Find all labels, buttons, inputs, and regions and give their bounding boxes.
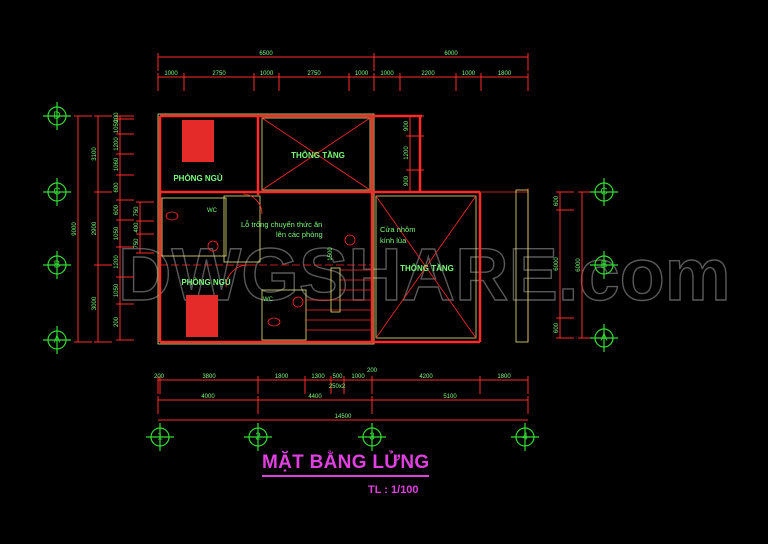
dimension-label: 200 bbox=[154, 374, 165, 380]
dimension-label: 200 bbox=[114, 112, 120, 123]
grid-axis-label: A bbox=[54, 335, 61, 346]
room-label-bedroom-1: PHÒNG NGỦ bbox=[173, 174, 223, 183]
food-hole-note-line2: lên các phòng bbox=[276, 230, 323, 239]
grid-axis-label: 2 bbox=[255, 432, 261, 443]
dimension-label: 1000 bbox=[164, 71, 178, 77]
dimension-label: 9000 bbox=[72, 222, 78, 236]
food-hole-note-line1: Lỗ trống chuyển thức ăn bbox=[241, 220, 322, 229]
dimension-label: 600 bbox=[554, 322, 560, 333]
window-note-line2: kính lùa bbox=[380, 236, 407, 245]
room-label-wc-1: WC bbox=[207, 208, 218, 214]
bed-icon bbox=[186, 295, 218, 337]
dimension-label: 1800 bbox=[498, 71, 512, 77]
dimension-label: 1300 bbox=[311, 374, 325, 380]
dimension-label: 500 bbox=[332, 374, 343, 380]
dimension-label: 14500 bbox=[335, 414, 352, 420]
drawing-scale: TL : 1/100 bbox=[368, 484, 419, 496]
room-label-bedroom-2: PHÒNG NGỦ bbox=[181, 278, 231, 287]
room-label-void-2: THÔNG TẦNG bbox=[400, 263, 454, 273]
dimension-label: 1000 bbox=[260, 71, 274, 77]
walls bbox=[157, 113, 529, 345]
dimension-label: 200 bbox=[367, 368, 378, 374]
grid-axis-label: B bbox=[601, 260, 608, 271]
grid-axis-label: B bbox=[54, 260, 61, 271]
dimension-label: 250x2 bbox=[329, 384, 346, 390]
dimension-label: 600 bbox=[114, 204, 120, 215]
dimension-label: 3000 bbox=[92, 296, 98, 310]
dimension-label: 1800 bbox=[497, 374, 511, 380]
dimension-label: 6500 bbox=[259, 51, 273, 57]
grid-axis-circle bbox=[594, 255, 614, 275]
dimension-label: 1060 bbox=[114, 157, 120, 171]
grid-axis-circle bbox=[47, 255, 67, 275]
grid-axis-circle bbox=[594, 182, 614, 202]
dimension-label: 2750 bbox=[212, 71, 226, 77]
grid-axis-circle bbox=[47, 330, 67, 350]
watermark: DWGSHARE.com bbox=[118, 233, 731, 316]
sink-icon bbox=[292, 296, 304, 308]
dimension-label: 750 bbox=[134, 206, 140, 217]
dimension-label: 1800 bbox=[275, 374, 289, 380]
bed-icon bbox=[182, 120, 214, 162]
dimension-label: 1000 bbox=[355, 71, 369, 77]
grid-axis-label: 4 bbox=[522, 432, 528, 443]
grid-axis-label: 1 bbox=[157, 432, 163, 443]
dimension-label: 3800 bbox=[202, 374, 216, 380]
drawing-title: MẶT BẰNG LỬNG bbox=[262, 452, 430, 477]
toilet-icon bbox=[267, 317, 281, 327]
dimension-label: 6000 bbox=[554, 257, 560, 271]
dimension-label: 6000 bbox=[576, 258, 582, 272]
grid-axis-circle bbox=[362, 427, 382, 447]
sink-icon bbox=[207, 240, 219, 252]
dimension-label: 1050 bbox=[114, 119, 120, 133]
door-swing-icon bbox=[225, 264, 249, 288]
dimension-label: 1050 bbox=[114, 283, 120, 297]
grid-axis-circle bbox=[47, 182, 67, 202]
dimension-label: 1000 bbox=[351, 374, 365, 380]
dimension-label: 4400 bbox=[308, 394, 322, 400]
grid-axis-circle bbox=[515, 427, 535, 447]
door-swing-icon bbox=[242, 193, 263, 215]
dimension-label: 2900 bbox=[92, 221, 98, 235]
dimension-label: 1200 bbox=[114, 255, 120, 269]
dimension-label: 6000 bbox=[444, 51, 458, 57]
dimension-label: 1000 bbox=[380, 71, 394, 77]
dimension-label: 4200 bbox=[419, 374, 433, 380]
dimension-label: 400 bbox=[134, 222, 140, 233]
dimension-label: 600 bbox=[554, 195, 560, 206]
grid-axis-circle bbox=[594, 328, 614, 348]
room-label-wc-2: WC bbox=[263, 297, 274, 303]
dimension-label: 900 bbox=[404, 120, 410, 131]
dimension-label: 1000 bbox=[462, 71, 476, 77]
dimension-label: 1200 bbox=[404, 146, 410, 160]
dining-hole-icon bbox=[344, 234, 356, 246]
grid-axis-label: A bbox=[601, 333, 608, 344]
dimension-label: 3100 bbox=[92, 147, 98, 161]
grid-axis-circle bbox=[150, 427, 170, 447]
grid-axis-bubbles: D C B A C B A 1 2 3 4 bbox=[43, 102, 618, 451]
dimension-label: 750 bbox=[134, 238, 140, 249]
dimension-label: 1200 bbox=[114, 137, 120, 151]
stair-dim: 1500 bbox=[328, 247, 334, 261]
dimension-label: 4000 bbox=[201, 394, 215, 400]
toilet-icon bbox=[165, 211, 179, 221]
dimension-label: 2200 bbox=[421, 71, 435, 77]
grid-axis-circle bbox=[47, 106, 67, 126]
grid-axis-label: 3 bbox=[369, 432, 375, 443]
dimension-label: 200 bbox=[114, 316, 120, 327]
dimension-label: 600 bbox=[114, 182, 120, 193]
window-note-line1: Cửa nhôm bbox=[380, 225, 415, 234]
grid-axis-circle bbox=[248, 427, 268, 447]
grid-axis-label: D bbox=[53, 111, 60, 122]
room-label-void-1: THÔNG TẦNG bbox=[291, 150, 345, 160]
dimension-label: 2750 bbox=[307, 71, 321, 77]
dimension-label: 5100 bbox=[443, 394, 457, 400]
dimension-label: 900 bbox=[404, 175, 410, 186]
grid-axis-label: C bbox=[600, 187, 607, 198]
grid-axis-label: C bbox=[53, 187, 60, 198]
dimension-label: 1050 bbox=[114, 226, 120, 240]
